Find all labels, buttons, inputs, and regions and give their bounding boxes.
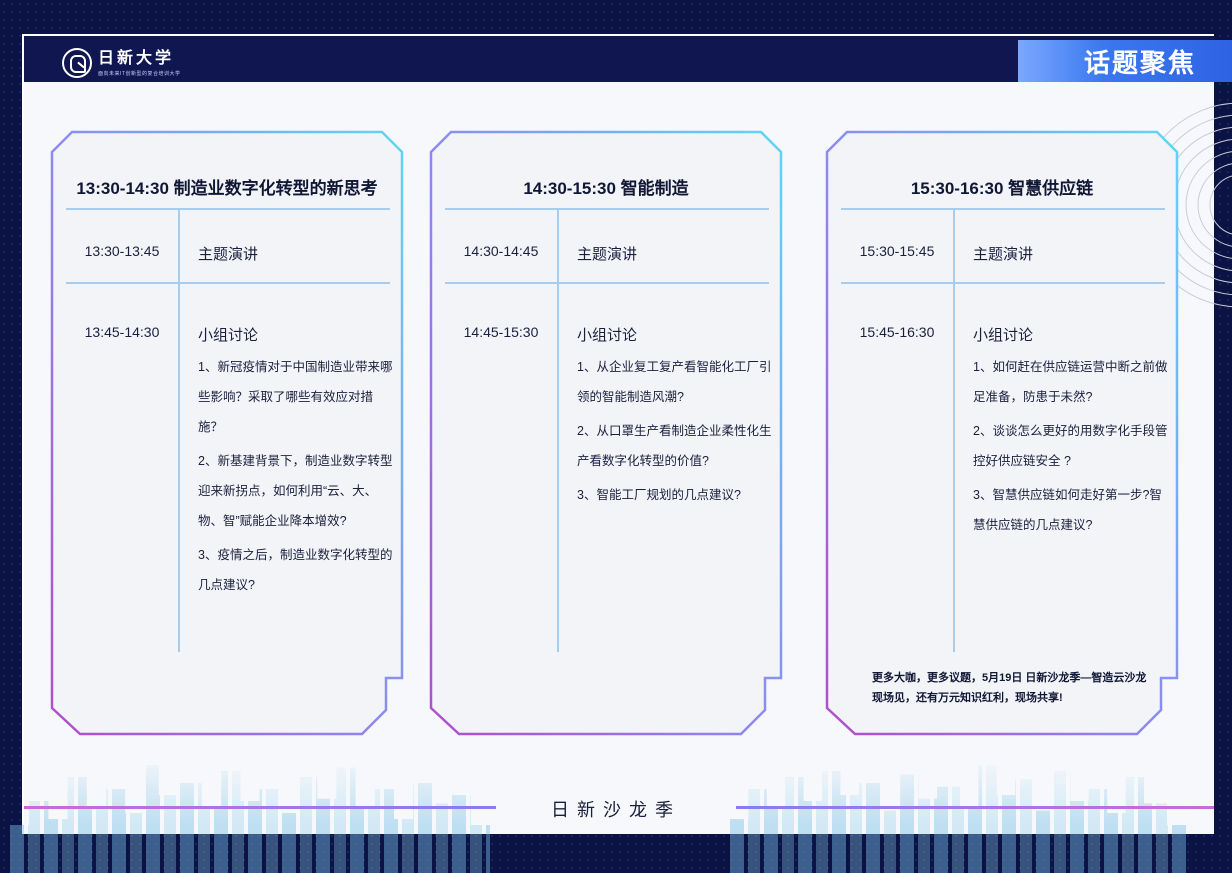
table-divider xyxy=(841,282,1165,284)
logo-subtitle: 面向未来IT创新型的复合培训大学 xyxy=(98,70,181,77)
table-divider xyxy=(445,282,769,284)
list-item: 1、如何赶在供应链运营中断之前做足准备，防患于未然? xyxy=(973,360,1168,404)
session-title: 15:30-16:30 智慧供应链 xyxy=(910,179,1094,198)
header-bar xyxy=(24,36,1214,82)
list-item: 3、疫情之后，制造业数字化转型的几点建议? xyxy=(198,548,393,592)
list-item: 2、谈谈怎么更好的用数字化手段管控好供应链安全 ? xyxy=(973,424,1168,468)
session-title: 14:30-15:30 智能制造 xyxy=(523,179,689,198)
logo: 日新大学 面向未来IT创新型的复合培训大学 xyxy=(62,48,180,78)
table-divider xyxy=(66,282,390,284)
table-divider xyxy=(445,208,769,210)
promo-text: 更多大咖，更多议题，5月19日 日新沙龙季—智造云沙龙现场见，还有万元知识红利，… xyxy=(872,672,1147,704)
list-item: 2、从口罩生产看制造企业柔性化生产看数字化转型的价值? xyxy=(577,424,772,468)
frame-left-line xyxy=(22,34,24,834)
frame-top-line xyxy=(22,34,1214,36)
topic-tag: 话题聚焦 xyxy=(1018,40,1232,82)
footer-title: 日新沙龙季 xyxy=(551,800,681,820)
session-title: 13:30-14:30 制造业数字化转型的新思考 xyxy=(76,179,378,198)
list-item: 2、新基建背景下，制造业数字转型迎来新拐点，如何利用“云、大、物、智”赋能企业降… xyxy=(198,454,393,528)
row-label: 主题演讲 xyxy=(198,246,259,263)
footer-divider-right xyxy=(736,806,1214,809)
table-column-divider xyxy=(178,210,180,652)
discussion-list: 1、从企业复工复产看智能化工厂引领的智能制造风潮? 2、从口罩生产看制造企业柔性… xyxy=(577,352,773,514)
row-time: 14:30-14:45 xyxy=(463,243,539,259)
list-item: 1、从企业复工复产看智能化工厂引领的智能制造风潮? xyxy=(577,360,772,404)
row-time: 15:30-15:45 xyxy=(859,243,935,259)
row-time: 13:45-14:30 xyxy=(84,324,160,340)
table-divider xyxy=(66,208,390,210)
row-time: 15:45-16:30 xyxy=(859,324,935,340)
row-time: 14:45-15:30 xyxy=(463,324,539,340)
discussion-list: 1、如何赶在供应链运营中断之前做足准备，防患于未然? 2、谈谈怎么更好的用数字化… xyxy=(973,352,1169,544)
row-label: 小组讨论 xyxy=(973,327,1034,344)
row-label: 主题演讲 xyxy=(973,246,1034,263)
list-item: 1、新冠疫情对于中国制造业带来哪些影响？采取了哪些有效应对措施？ xyxy=(198,360,393,434)
session-card-2: 14:30-15:30 智能制造 14:30-14:45 主题演讲 14:45-… xyxy=(429,130,783,736)
list-item: 3、智能工厂规划的几点建议? xyxy=(577,488,741,502)
row-label: 小组讨论 xyxy=(198,327,259,344)
table-column-divider xyxy=(953,210,955,652)
table-column-divider xyxy=(557,210,559,652)
list-item: 3、智慧供应链如何走好第一步?智慧供应链的几点建议? xyxy=(973,488,1162,532)
logo-title: 日新大学 xyxy=(98,49,175,67)
footer-divider-left xyxy=(24,806,496,809)
discussion-list: 1、新冠疫情对于中国制造业带来哪些影响？采取了哪些有效应对措施？ 2、新基建背景… xyxy=(198,352,394,604)
table-divider xyxy=(841,208,1165,210)
row-time: 13:30-13:45 xyxy=(84,243,160,259)
row-label: 主题演讲 xyxy=(577,246,638,263)
session-card-1: 13:30-14:30 制造业数字化转型的新思考 13:30-13:45 主题演… xyxy=(50,130,404,736)
session-card-3: 15:30-16:30 智慧供应链 15:30-15:45 主题演讲 15:45… xyxy=(825,130,1179,736)
logo-mark-icon xyxy=(62,48,92,78)
row-label: 小组讨论 xyxy=(577,327,638,344)
